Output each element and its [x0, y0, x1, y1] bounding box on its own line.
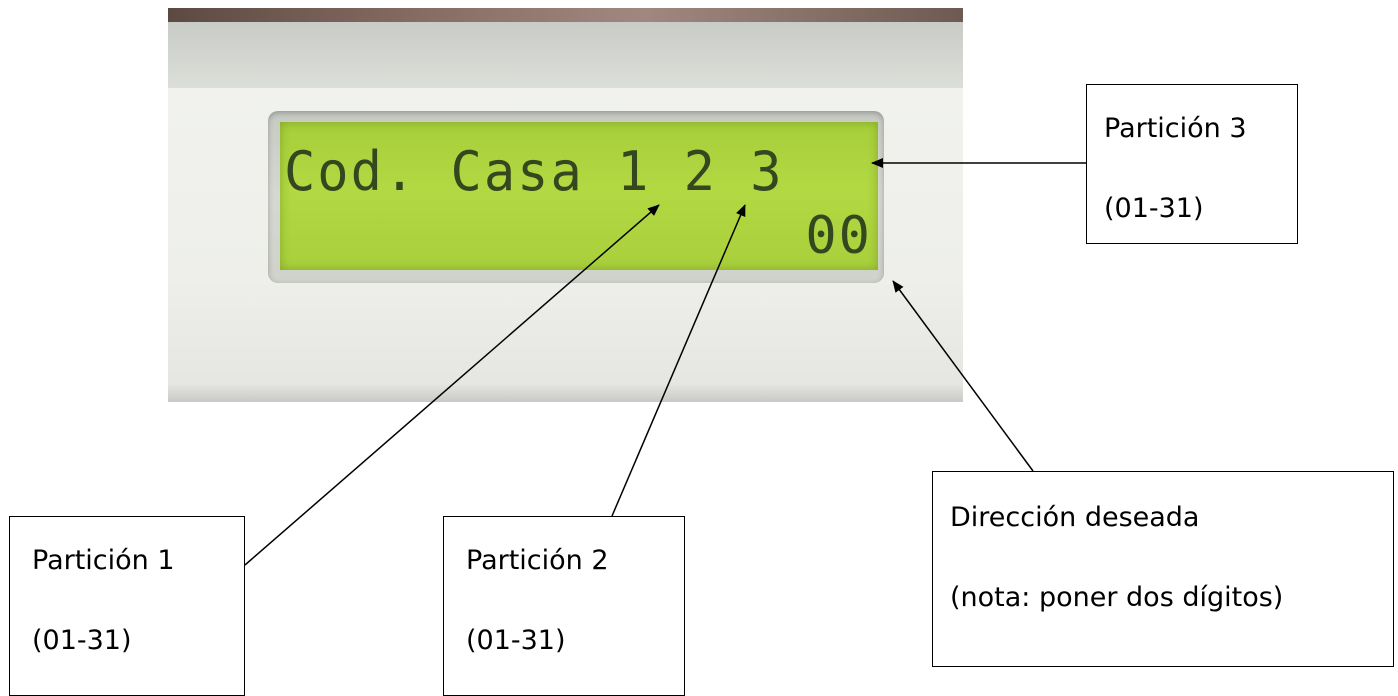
callout-direccion-note: (nota: poner dos dígitos)	[950, 582, 1284, 613]
device-bezel	[168, 22, 963, 88]
callout-particion-2: Partición 2 (01-31)	[443, 516, 685, 696]
device-bottom-shadow	[168, 384, 963, 402]
arrow-particion-1	[244, 204, 660, 566]
callout-particion-3-title: Partición 3	[1104, 113, 1247, 144]
callout-particion-3: Partición 3 (01-31)	[1086, 84, 1298, 244]
callout-direccion-title: Dirección deseada	[950, 502, 1200, 533]
photo-background-strip	[168, 8, 963, 22]
callout-particion-1-title: Partición 1	[32, 545, 175, 576]
device-photo: Cod. Casa 1 2 3 00	[168, 8, 963, 402]
lcd-line-1: Cod. Casa 1 2 3	[284, 140, 784, 204]
callout-particion-1-range: (01-31)	[32, 625, 132, 656]
lcd-line-2: 00	[805, 206, 872, 266]
callout-direccion: Dirección deseada (nota: poner dos dígit…	[932, 471, 1394, 667]
lcd-screen: Cod. Casa 1 2 3 00	[280, 122, 878, 270]
arrow-particion-2	[611, 204, 746, 517]
callout-particion-2-title: Partición 2	[466, 545, 609, 576]
callout-particion-2-range: (01-31)	[466, 625, 566, 656]
arrow-direccion	[892, 280, 1034, 472]
callout-particion-3-range: (01-31)	[1104, 193, 1204, 224]
